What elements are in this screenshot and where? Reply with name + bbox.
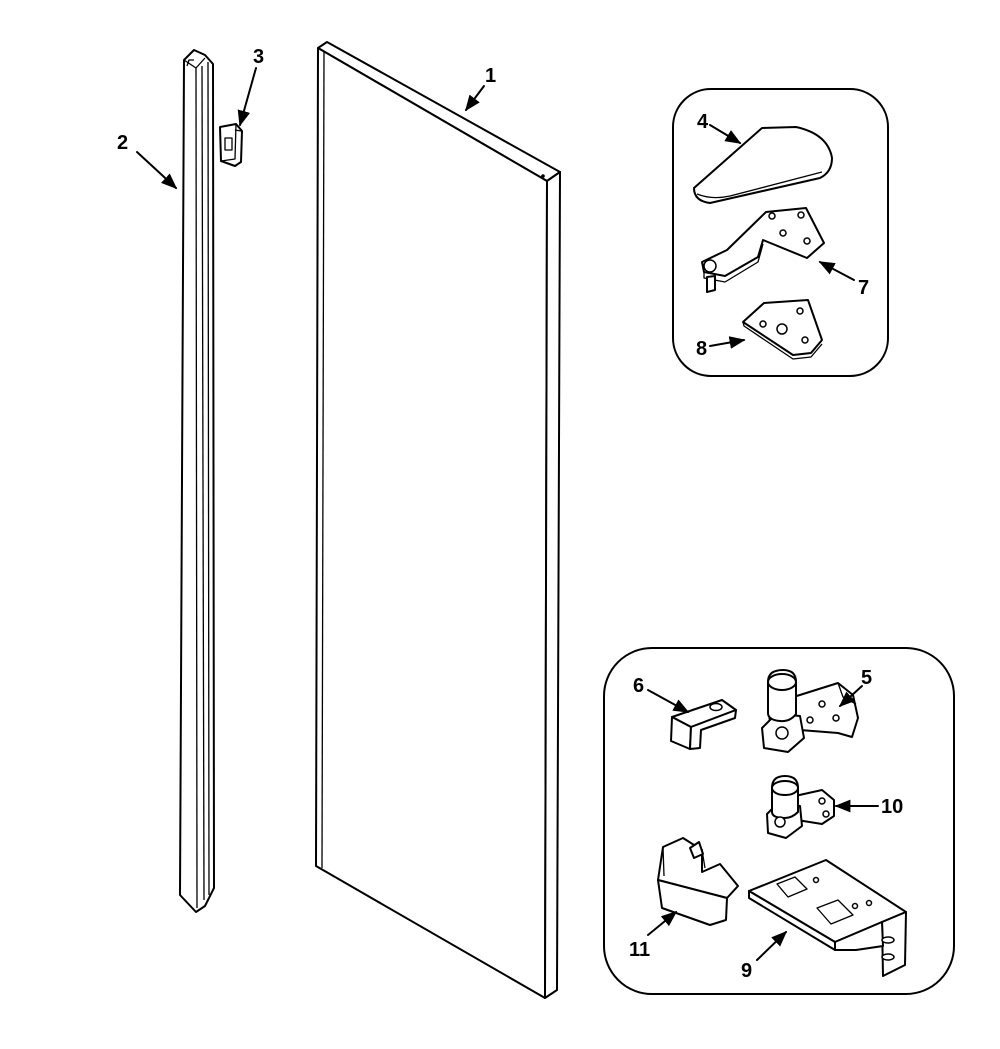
callout-7: 7 [858, 277, 869, 299]
bottom-hinge-bracket [748, 859, 907, 977]
mounting-plate [742, 299, 823, 360]
callout-labels: 1 2 3 4 5 6 7 8 9 10 11 [117, 46, 903, 982]
leader-4 [709, 124, 742, 144]
callout-1: 1 [485, 65, 496, 87]
leader-lines [136, 67, 879, 961]
callout-4: 4 [697, 111, 709, 133]
leader-6 [647, 689, 690, 713]
hinge-plate-upper [701, 207, 825, 293]
leader-5 [838, 685, 863, 708]
inset-hinge-parts-top [672, 88, 889, 377]
leader-3 [237, 67, 257, 127]
clip-part [219, 123, 243, 167]
leader-1 [465, 85, 485, 112]
callout-2: 2 [117, 132, 128, 154]
callout-3: 3 [253, 46, 264, 68]
leader-8 [709, 336, 746, 349]
callout-9: 9 [741, 960, 752, 982]
hinge-cap [657, 837, 739, 926]
trim-strip [179, 49, 215, 913]
leader-7 [818, 261, 855, 281]
hinge-cover [693, 126, 833, 204]
door-panel [315, 41, 561, 999]
inset-hinge-parts-bottom [603, 647, 955, 995]
leader-9 [756, 930, 788, 961]
callout-10: 10 [881, 796, 903, 818]
leader-11 [647, 910, 678, 936]
callout-5: 5 [861, 667, 872, 689]
leader-2 [136, 151, 178, 190]
callout-8: 8 [696, 338, 707, 360]
callout-6: 6 [633, 675, 644, 697]
callout-11: 11 [629, 939, 650, 961]
hinge-pin-assembly-upper [761, 669, 859, 753]
small-bracket [670, 699, 737, 750]
hinge-pin-assembly-lower [766, 775, 835, 839]
